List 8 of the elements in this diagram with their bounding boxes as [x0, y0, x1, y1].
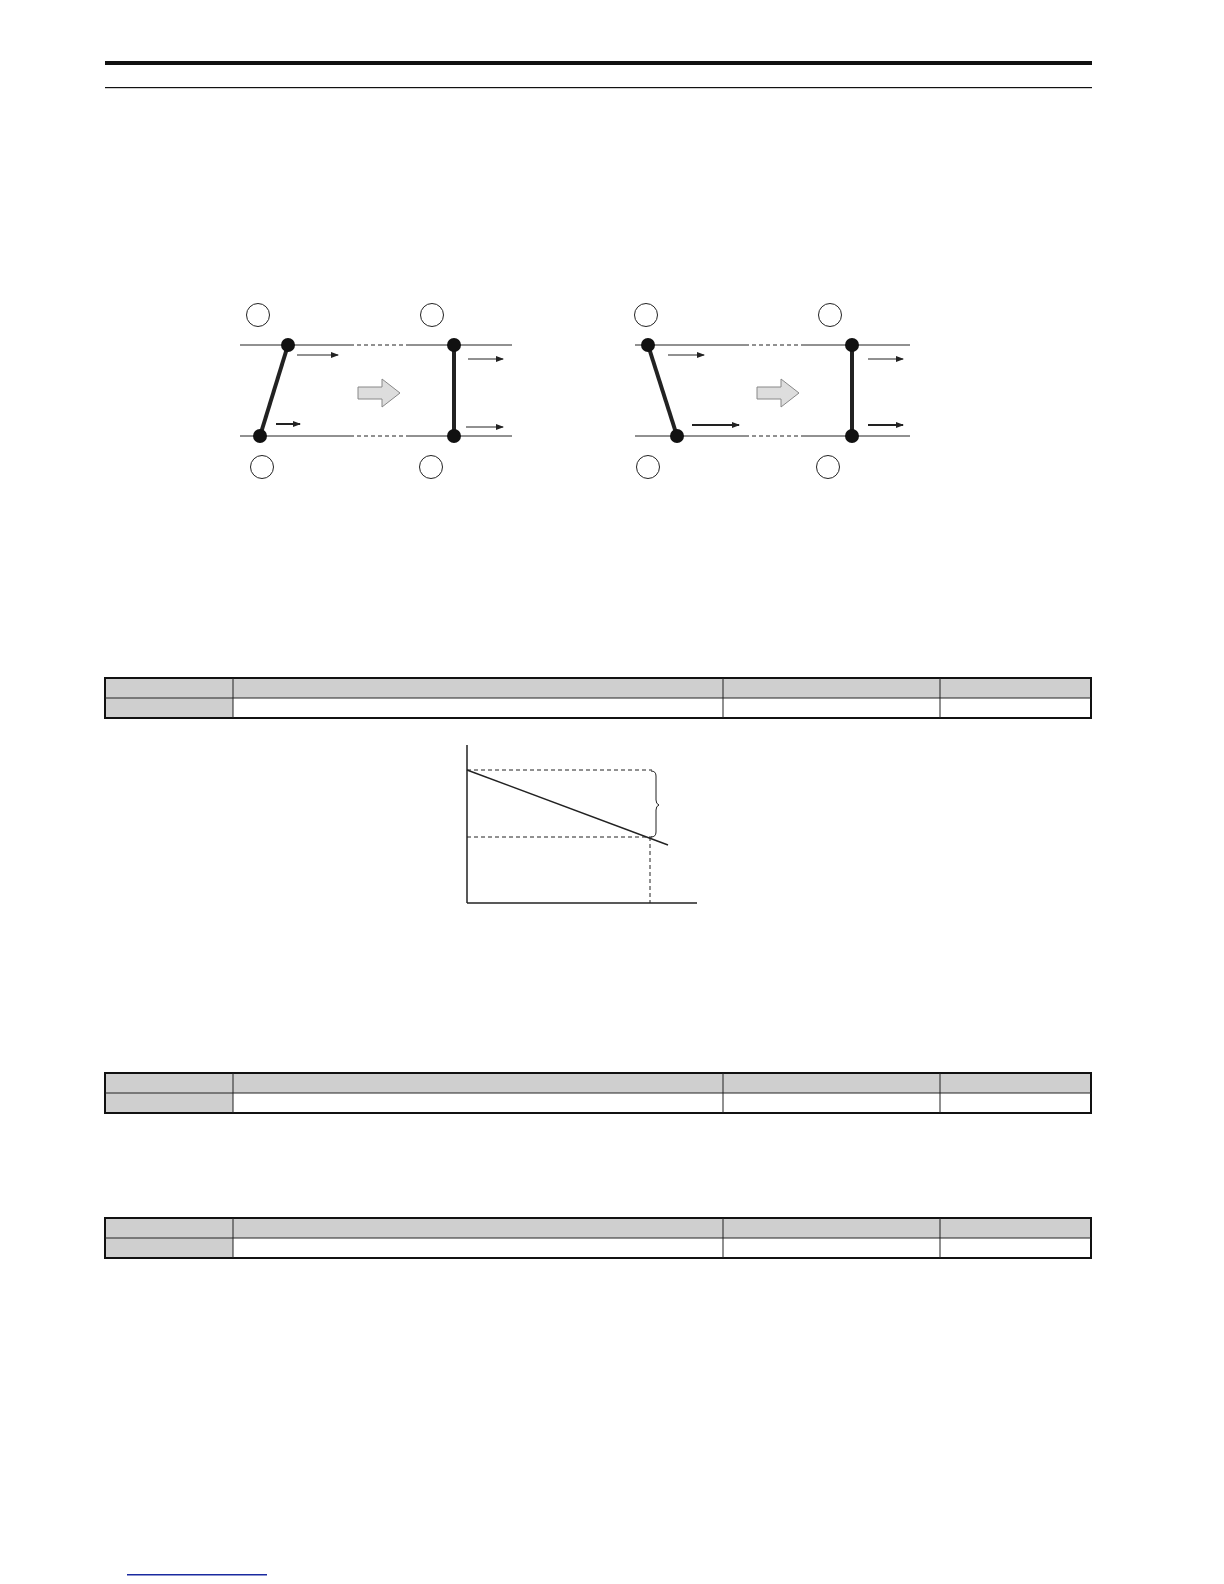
callout-circle — [418, 454, 444, 480]
callout-circle — [635, 454, 661, 480]
callout-circle — [245, 302, 271, 328]
callout-circle — [817, 302, 843, 328]
callout-circle — [815, 454, 841, 480]
callout-circle — [419, 302, 445, 328]
callout-circle — [249, 454, 275, 480]
callout-circle — [633, 302, 659, 328]
